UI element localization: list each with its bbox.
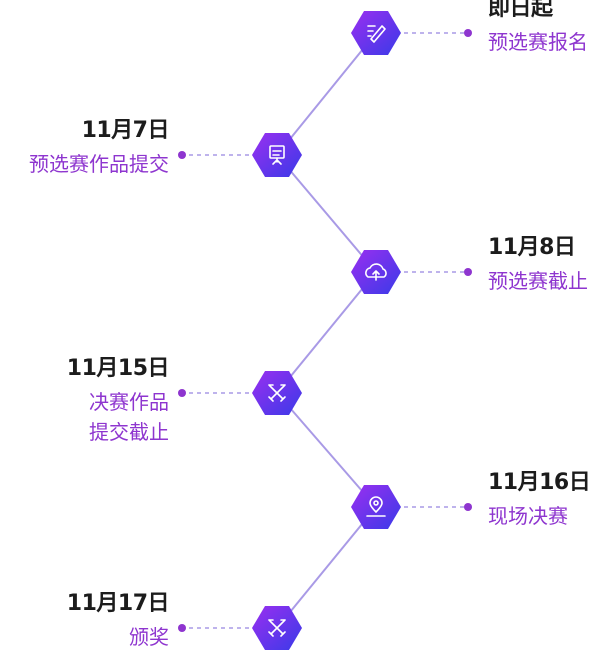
crossed-swords-icon: [268, 384, 286, 402]
cloud-upload-icon: [365, 263, 387, 281]
timeline-node: [351, 485, 401, 529]
event-date: 即日起: [488, 0, 553, 21]
connector-line: [276, 392, 377, 508]
event-description-line: 预选赛截止: [488, 269, 588, 294]
timeline-node: [252, 133, 302, 177]
event-date: 11月16日: [488, 470, 591, 495]
event-description: 预选赛截止: [488, 266, 588, 296]
location-pin-icon: [366, 496, 386, 517]
timeline-connectors: [276, 32, 377, 629]
event-date: 11月8日: [488, 235, 576, 260]
hexagon-badge: [351, 485, 401, 529]
event-date: 11月7日: [81, 118, 170, 143]
event-description: 现场决赛: [488, 501, 590, 531]
event-description-line: 决赛作品: [89, 390, 169, 415]
event-label: 11月17日颁奖: [66, 591, 170, 652]
event-date: 11月15日: [66, 356, 170, 381]
presentation-board-icon: [269, 145, 285, 165]
event-description: 预选赛报名: [488, 27, 588, 57]
event-label: 11月15日决赛作品提交截止: [66, 356, 170, 447]
event-description-line: 颁奖: [129, 625, 169, 650]
guide-dot: [178, 151, 186, 159]
connector-line: [276, 271, 377, 394]
timeline-node: [351, 250, 401, 294]
event-description: 决赛作品提交截止: [67, 387, 169, 447]
event-description-line: 预选赛报名: [488, 30, 588, 55]
event-description-line: 预选赛作品提交: [29, 152, 169, 177]
guide-dot: [178, 624, 186, 632]
event-description-line: 现场决赛: [488, 504, 568, 529]
guide-dot: [178, 389, 186, 397]
connector-line: [276, 506, 377, 629]
connector-line: [276, 154, 377, 273]
pencil-note-icon: [367, 25, 386, 43]
event-label: 11月16日现场决赛: [488, 470, 591, 531]
event-date: 11月17日: [66, 591, 170, 616]
timeline-node: [252, 371, 302, 415]
label-guides: [178, 29, 472, 632]
event-label: 即日起预选赛报名: [488, 0, 588, 57]
timeline-nodes: [252, 11, 401, 650]
event-label: 11月7日预选赛作品提交: [29, 118, 170, 179]
event-description: 颁奖: [67, 622, 169, 652]
guide-dot: [464, 29, 472, 37]
guide-dot: [464, 268, 472, 276]
event-description-line: 提交截止: [89, 420, 169, 445]
event-description: 预选赛作品提交: [29, 149, 169, 179]
guide-dot: [464, 503, 472, 511]
event-label: 11月8日预选赛截止: [488, 235, 588, 296]
crossed-swords-icon: [268, 619, 286, 637]
connector-line: [276, 32, 377, 156]
timeline-node: [351, 11, 401, 55]
timeline-node: [252, 606, 302, 650]
